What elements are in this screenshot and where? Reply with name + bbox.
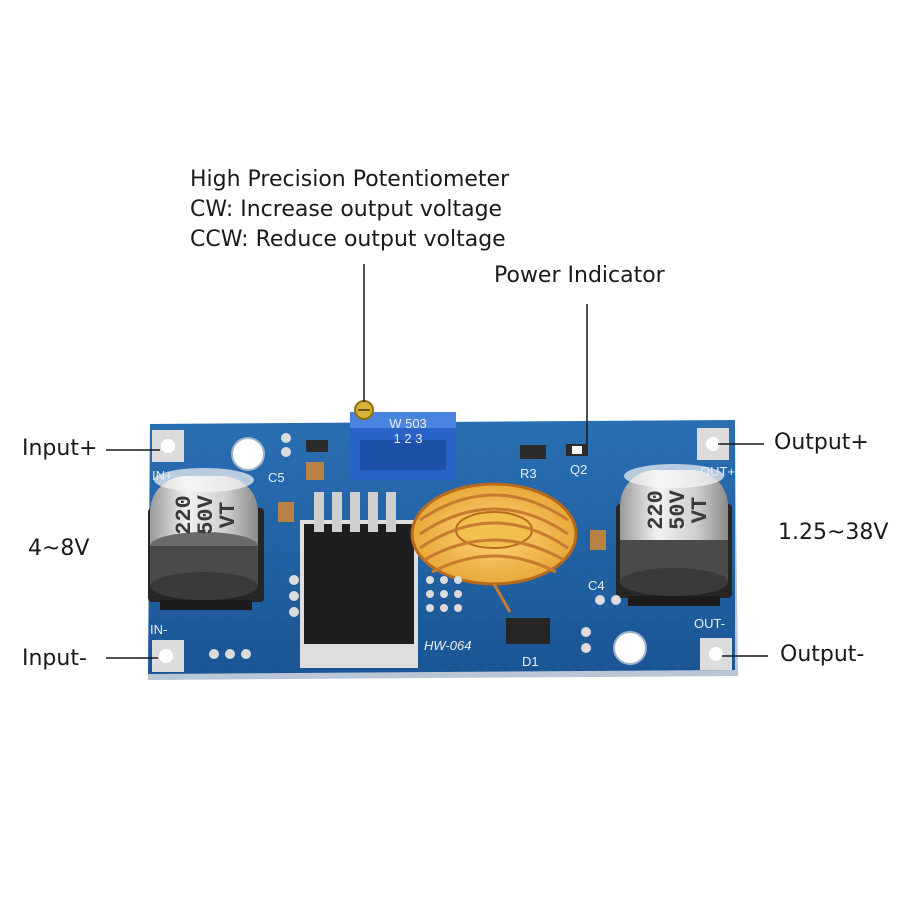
board-model-text: HW-064 — [424, 638, 471, 653]
input-voltage-range: 4~8V — [28, 536, 90, 561]
output-voltage-range: 1.25~38V — [778, 520, 889, 545]
potentiometer-marking-line2: 1 2 3 — [394, 431, 423, 446]
output-plus-label: Output+ — [774, 430, 869, 455]
silkscreen-d1: D1 — [522, 654, 539, 669]
capacitor-voltage-text: 50V — [666, 489, 691, 529]
potentiometer-marking-line1: W 503 — [389, 416, 427, 431]
callout-lines — [106, 264, 768, 659]
capacitor-value-text: 220 — [644, 490, 669, 530]
silkscreen-r3: R3 — [520, 466, 537, 481]
toroidal-inductor — [410, 482, 578, 613]
output-minus-label: Output- — [780, 642, 865, 667]
silkscreen-out-plus: OUT+ — [700, 464, 735, 479]
input-minus-label: Input- — [22, 646, 87, 671]
capacitor-value-text: 220 — [172, 495, 197, 535]
capacitor-series-text: VT — [688, 497, 713, 523]
input-capacitor: 220 50V VT — [148, 468, 264, 610]
via-pads — [209, 433, 621, 659]
silkscreen-c5: C5 — [268, 470, 285, 485]
silkscreen-in-minus: IN- — [150, 622, 167, 637]
capacitor-series-text: VT — [216, 502, 241, 528]
silkscreen-c4: C4 — [588, 578, 605, 593]
trimmer-potentiometer: W 503 1 2 3 — [350, 400, 456, 480]
silkscreen-q2: Q2 — [570, 462, 587, 477]
potentiometer-title: High Precision Potentiometer — [190, 167, 510, 192]
silkscreen-in-plus: IN+ — [152, 468, 173, 483]
input-plus-label: Input+ — [22, 436, 98, 461]
silkscreen-out-minus: OUT- — [694, 616, 725, 631]
mounting-holes — [152, 428, 732, 672]
capacitor-voltage-text: 50V — [194, 494, 219, 534]
smd-components — [278, 440, 606, 644]
silkscreen: IN+ IN- OUT+ OUT- C5 R3 Q2 C4 D1 HW-064 — [150, 462, 735, 669]
potentiometer-ccw-note: CCW: Reduce output voltage — [190, 227, 506, 252]
output-capacitor: 220 50V VT — [616, 464, 732, 606]
power-indicator-label: Power Indicator — [494, 263, 665, 288]
potentiometer-cw-note: CW: Increase output voltage — [190, 197, 503, 222]
regulator-ic — [300, 492, 418, 668]
